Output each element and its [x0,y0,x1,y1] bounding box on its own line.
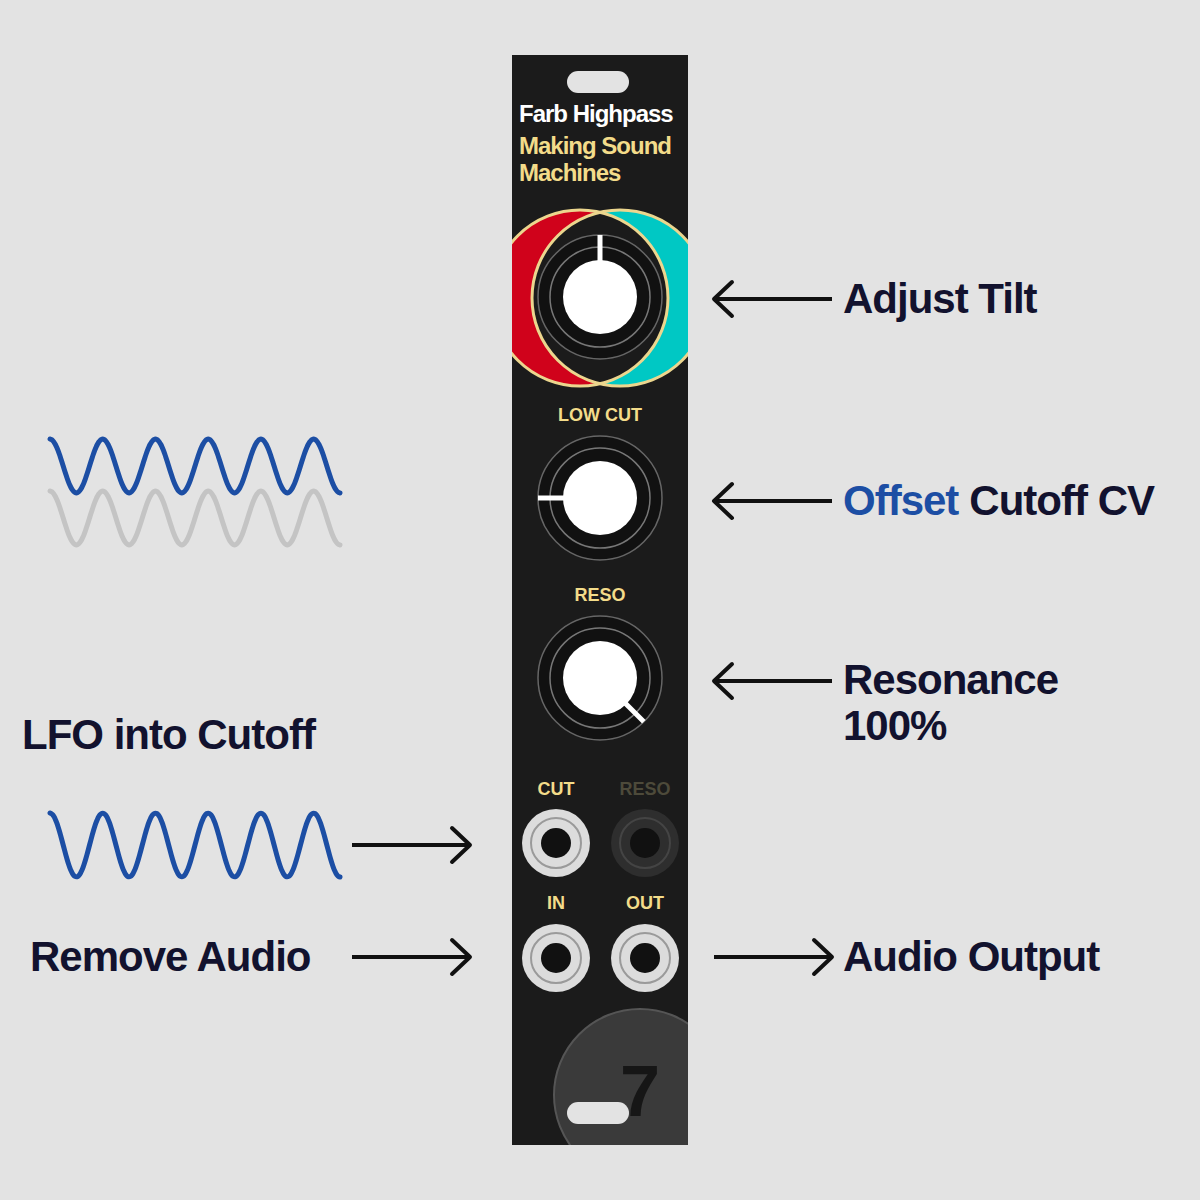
number-disc [554,1009,688,1145]
knob-cap [563,641,637,715]
knob-ring [538,436,662,560]
arrow-head [714,664,732,698]
arrow-head [714,282,732,316]
leader-arrow [352,955,470,959]
leader-arrow [714,955,832,959]
jack-hole [541,943,571,973]
lfo-wave [50,439,340,493]
jack-label: CUT [496,776,616,803]
knob-cap [563,461,637,535]
knob-ring [538,616,662,740]
gold-ring [532,210,688,386]
cyan-circle [532,210,688,386]
knob-cap [563,260,637,334]
module-title: Farb Highpass [519,100,687,127]
jack-label: RESO [585,776,705,803]
jack-nut [611,924,679,992]
circle-overlap [532,210,688,386]
jack-nut [611,809,679,877]
leader-arrow [714,679,832,683]
jack-hole [541,828,571,858]
leader-arrow [352,843,470,847]
maker-name: Making Sound Machines [519,132,687,186]
jack-label: IN [496,890,616,917]
leader-arrow [714,499,832,503]
jack-ring [531,818,581,868]
annotation: Remove Audio [30,934,310,980]
knob-ring [550,247,650,347]
jack-ring [531,933,581,983]
annotation: LFO into Cutoff [22,712,315,758]
arrow-head [714,484,732,518]
arrow-head [452,828,470,862]
knob-ring [550,448,650,548]
arrow-head [452,940,470,974]
annotation: Resonance 100% [843,657,1103,749]
jack-ring [620,933,670,983]
jack-hole [630,943,660,973]
knob-ring [538,235,662,359]
mounting-slot [567,1102,629,1124]
jack-ring [620,818,670,868]
knob-label: LOW CUT [540,402,660,429]
jack-label: OUT [585,890,705,917]
lfo-wave [50,813,340,877]
knob-label: RESO [540,582,660,609]
knob-ring [550,628,650,728]
mounting-slot [567,71,629,93]
gold-ring [512,210,668,386]
module-number: 7 [580,1055,700,1127]
arrow-head [814,940,832,974]
annotation: Adjust Tilt [843,276,1037,322]
module-panel: Farb HighpassMaking Sound MachinesLOW CU… [512,55,688,1145]
offset-wave [50,491,340,545]
jack-nut [522,924,590,992]
jack-hole [630,828,660,858]
jack-nut [522,809,590,877]
annotation-highlight: Offset [843,478,958,524]
leader-arrow [714,297,832,301]
annotation: Audio Output [843,934,1099,980]
annotation: Cutoff CV [969,478,1154,524]
